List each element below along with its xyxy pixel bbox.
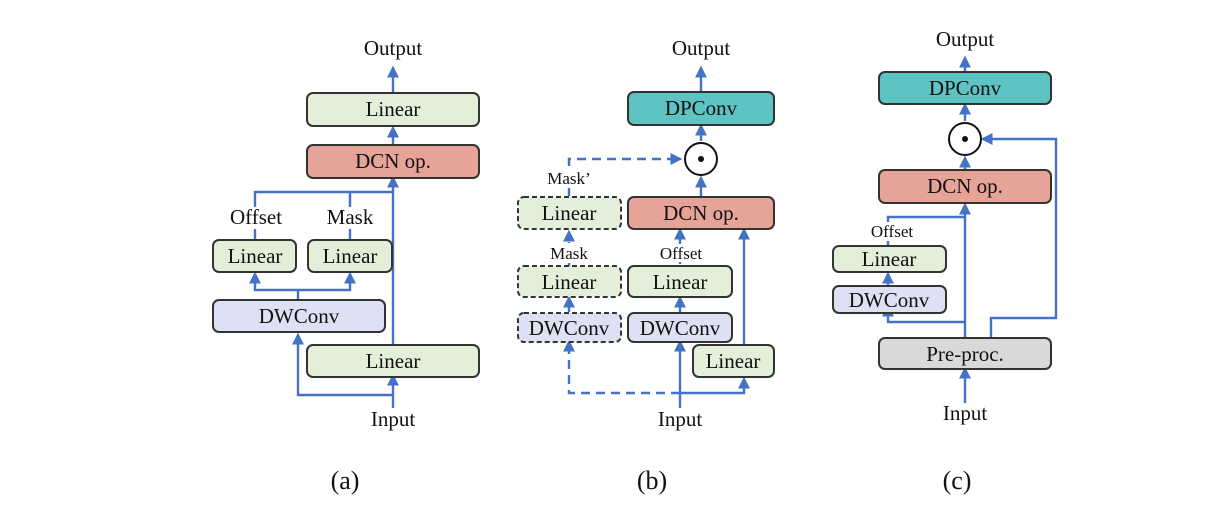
a-offset-label: Offset — [230, 205, 282, 229]
c-dwconv-box — [832, 285, 947, 314]
a-dwconv-label: DWConv — [259, 304, 340, 328]
b-dwconv-dashed-box — [517, 312, 622, 343]
b-caption: (b) — [637, 466, 667, 495]
b-arrow-input-linear — [680, 376, 750, 395]
c-multiply-dot-icon — [962, 136, 968, 142]
b-linear-mid-label: Linear — [653, 270, 708, 294]
c-caption: (c) — [943, 466, 972, 495]
b-input-label: Input — [658, 407, 702, 431]
b-mask-label: Mask — [550, 244, 588, 263]
c-preproc-box — [878, 337, 1052, 370]
b-linear-bottom-box — [692, 344, 775, 378]
c-arrow-preproc-mult — [980, 133, 1058, 337]
b-linear-dashed-mid-box — [517, 265, 622, 298]
diagram-a: Linear DCN op. Linear Linear DWConv Line… — [212, 36, 480, 495]
b-linear-mid-box — [627, 265, 733, 298]
a-linear-right-label: Linear — [323, 244, 378, 268]
a-arrow-dwconv-linear-left — [249, 271, 300, 299]
a-dcn-box — [306, 144, 480, 179]
c-dcn-label: DCN op. — [927, 174, 1003, 198]
a-linear-right-box — [307, 239, 393, 273]
a-arrow-input-dwconv — [292, 332, 393, 397]
b-dpconv-label: DPConv — [665, 96, 738, 120]
c-preproc-label: Pre-proc. — [926, 342, 1004, 366]
b-offset-label: Offset — [660, 244, 702, 263]
b-multiply-dot-icon — [698, 156, 704, 162]
b-linear-dashed-top-label: Linear — [542, 201, 597, 225]
c-output-label: Output — [936, 27, 995, 51]
b-linear-dashed-mid-label: Linear — [542, 270, 597, 294]
b-dcn-box — [627, 196, 775, 230]
b-linear-bottom-label: Linear — [706, 349, 761, 373]
b-output-label: Output — [672, 36, 731, 60]
b-arrow-input-dwconv-dashed — [563, 339, 680, 395]
c-offset-label: Offset — [871, 222, 913, 241]
a-linear-bottom-label: Linear — [366, 349, 421, 373]
b-arrow-mask-prime-mult — [567, 153, 683, 196]
a-output-label: Output — [364, 36, 423, 60]
b-mask-prime-label: Mask’ — [547, 169, 590, 188]
a-arrow-dwconv-linear-right — [298, 271, 356, 292]
a-linear-left-label: Linear — [228, 244, 283, 268]
c-dpconv-label: DPConv — [929, 76, 1002, 100]
a-dcn-label: DCN op. — [355, 149, 431, 173]
b-dwconv-box — [627, 312, 733, 343]
a-caption: (a) — [331, 466, 360, 495]
b-dwconv-dashed-label: DWConv — [529, 316, 610, 340]
c-input-label: Input — [943, 401, 987, 425]
c-dwconv-label: DWConv — [849, 288, 930, 312]
c-dcn-box — [878, 169, 1052, 204]
a-linear-left-box — [212, 239, 297, 273]
a-linear-top-label: Linear — [366, 97, 421, 121]
a-mask-label: Mask — [327, 205, 374, 229]
b-linear-dashed-top-box — [517, 196, 622, 230]
b-dcn-label: DCN op. — [663, 201, 739, 225]
a-linear-top-box — [306, 92, 480, 127]
c-linear-label: Linear — [862, 247, 917, 271]
c-dpconv-box — [878, 71, 1052, 105]
a-linear-bottom-box — [306, 344, 480, 378]
b-dwconv-label: DWConv — [640, 316, 721, 340]
a-dwconv-box — [212, 299, 386, 333]
diagram-c: DPConv DCN op. Linear DWConv Pre-proc. O… — [832, 27, 1058, 495]
c-linear-box — [832, 245, 947, 273]
a-input-label: Input — [371, 407, 415, 431]
b-dpconv-box — [627, 91, 775, 126]
diagram-b: DPConv DCN op. Linear Linear Linear DWCo… — [517, 36, 775, 495]
